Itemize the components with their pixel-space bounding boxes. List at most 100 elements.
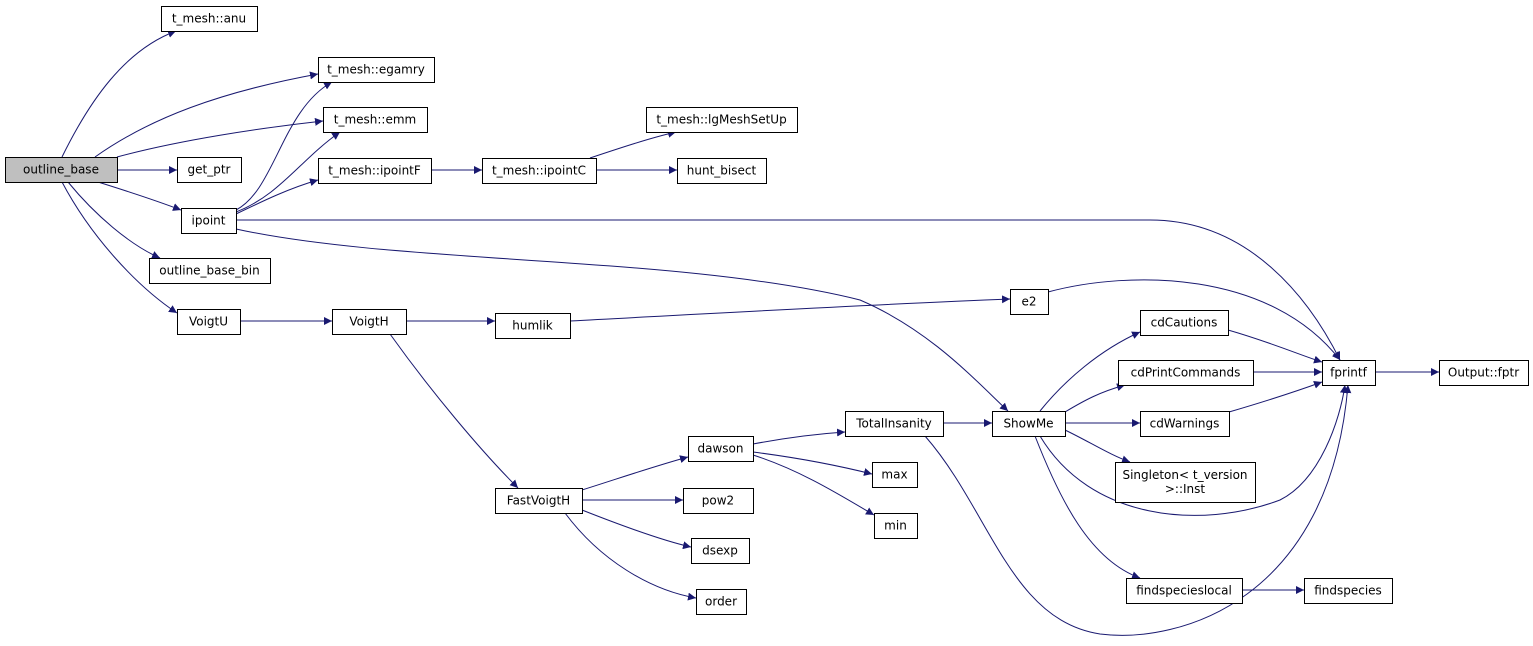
node-label: Output::fptr — [1448, 366, 1519, 380]
node-label: max — [881, 468, 907, 482]
node-box — [845, 411, 944, 437]
node-findspecies[interactable]: findspecies — [1304, 578, 1393, 604]
node-box — [495, 488, 583, 514]
node-emm[interactable]: t_mesh::emm — [323, 107, 428, 133]
node-ipointF[interactable]: t_mesh::ipointF — [318, 158, 432, 184]
node-box — [181, 208, 237, 234]
node-pow2[interactable]: pow2 — [683, 488, 754, 514]
node-label: hunt_bisect — [687, 164, 757, 178]
edge-ipointC-to-lgMeshSetUp — [589, 129, 677, 159]
node-box — [874, 513, 918, 539]
edge-ShowMe-to-cdPrintCommands — [1064, 383, 1126, 413]
edge-TotalInsanity-to-fprintf — [924, 384, 1352, 636]
node-label: t_mesh::anu — [172, 12, 246, 26]
node-label: VoigtU — [189, 315, 228, 329]
node-FastVoigtH[interactable]: FastVoigtH — [495, 488, 583, 514]
node-cdWarnings[interactable]: cdWarnings — [1140, 411, 1230, 437]
node-label: t_mesh::ipointC — [492, 164, 586, 178]
node-label: TotalInsanity — [855, 417, 932, 431]
node-label: cdPrintCommands — [1131, 366, 1241, 380]
node-humlik[interactable]: humlik — [495, 313, 571, 339]
node-ipointC[interactable]: t_mesh::ipointC — [482, 158, 597, 184]
node-outline_base[interactable]: outline_base — [5, 157, 118, 183]
node-label: e2 — [1021, 295, 1036, 309]
node-fprintf[interactable]: fprintf — [1322, 360, 1376, 386]
edge-dawson-to-max — [752, 451, 873, 476]
node-box — [161, 6, 258, 32]
node-label: t_mesh::emm — [334, 113, 416, 127]
edge-ShowMe-to-singleton — [1064, 429, 1131, 464]
node-box — [872, 462, 918, 488]
node-box — [1140, 310, 1229, 336]
node-box — [318, 57, 435, 83]
node-label: FastVoigtH — [507, 494, 570, 508]
node-label: cdWarnings — [1150, 417, 1220, 431]
node-order[interactable]: order — [696, 589, 747, 615]
node-findspecieslocal[interactable]: findspecieslocal — [1126, 578, 1243, 604]
node-outline_base_bin[interactable]: outline_base_bin — [149, 258, 271, 284]
node-VoigtU[interactable]: VoigtU — [177, 309, 241, 335]
node-label: t_mesh::lgMeshSetUp — [656, 113, 786, 127]
node-label: Singleton< t_version — [1122, 468, 1247, 482]
node-cdCautions[interactable]: cdCautions — [1140, 310, 1229, 336]
node-box — [992, 411, 1066, 437]
edge-ipoint-to-ipointF — [235, 178, 319, 215]
edge-ipoint-to-egamry — [235, 81, 333, 211]
node-box — [1140, 411, 1230, 437]
edge-outline_base-to-ipoint — [97, 181, 182, 211]
nodes-layer: outline_base t_mesh::anut_mesh::egamryt_m… — [5, 6, 1529, 615]
edge-ipoint-to-emm — [235, 131, 341, 213]
node-label: get_ptr — [188, 163, 231, 177]
node-box — [482, 158, 597, 184]
node-anu[interactable]: t_mesh::anu — [161, 6, 258, 32]
node-ShowMe[interactable]: ShowMe — [992, 411, 1066, 437]
node-box — [318, 158, 432, 184]
node-box — [677, 158, 767, 184]
node-label: findspecies — [1314, 584, 1382, 598]
node-box — [1304, 578, 1393, 604]
node-box — [332, 309, 407, 335]
edge-ShowMe-to-cdCautions — [1039, 331, 1141, 412]
node-TotalInsanity[interactable]: TotalInsanity — [845, 411, 944, 437]
node-label: pow2 — [702, 494, 734, 508]
node-get_ptr[interactable]: get_ptr — [177, 157, 242, 183]
edge-outline_base-to-egamry — [94, 71, 319, 158]
node-max[interactable]: max — [872, 462, 918, 488]
node-box — [5, 157, 118, 183]
node-cdPrintCommands[interactable]: cdPrintCommands — [1118, 360, 1254, 386]
node-fptr[interactable]: Output::fptr — [1439, 360, 1529, 386]
node-label: findspecieslocal — [1136, 584, 1232, 598]
node-label: dawson — [698, 442, 744, 456]
edge-ShowMe-to-fprintf — [1039, 384, 1348, 516]
node-lgMeshSetUp[interactable]: t_mesh::lgMeshSetUp — [646, 107, 798, 133]
node-label: t_mesh::egamry — [327, 63, 425, 77]
edge-FastVoigtH-to-order — [564, 512, 697, 601]
node-egamry[interactable]: t_mesh::egamry — [318, 57, 435, 83]
node-hunt_bisect[interactable]: hunt_bisect — [677, 158, 767, 184]
node-VoigtH[interactable]: VoigtH — [332, 309, 407, 335]
node-ipoint[interactable]: ipoint — [181, 208, 237, 234]
node-box — [495, 313, 571, 339]
node-e2[interactable]: e2 — [1010, 289, 1049, 315]
node-label: outline_base_bin — [159, 264, 259, 278]
edge-e2-to-fprintf — [1047, 279, 1341, 361]
node-min[interactable]: min — [874, 513, 918, 539]
node-dsexp[interactable]: dsexp — [691, 538, 750, 564]
node-dawson[interactable]: dawson — [688, 436, 754, 462]
node-box — [1115, 462, 1256, 503]
node-box — [646, 107, 798, 133]
node-box — [177, 309, 241, 335]
edge-outline_base-to-emm — [116, 117, 324, 158]
node-box — [1126, 578, 1243, 604]
edge-cdWarnings-to-fprintf — [1228, 380, 1323, 413]
edge-FastVoigtH-to-dawson — [581, 455, 689, 491]
node-label: ipoint — [192, 214, 226, 228]
node-singleton[interactable]: Singleton< t_version>::Inst — [1115, 462, 1256, 503]
edge-outline_base-to-outline_base_bin — [67, 181, 161, 259]
node-label: >::Inst — [1165, 482, 1206, 496]
node-box — [323, 107, 428, 133]
edge-dawson-to-TotalInsanity — [752, 428, 846, 445]
edge-cdCautions-to-fprintf — [1227, 329, 1323, 364]
node-box — [1118, 360, 1254, 386]
edges-layer — [61, 30, 1439, 636]
